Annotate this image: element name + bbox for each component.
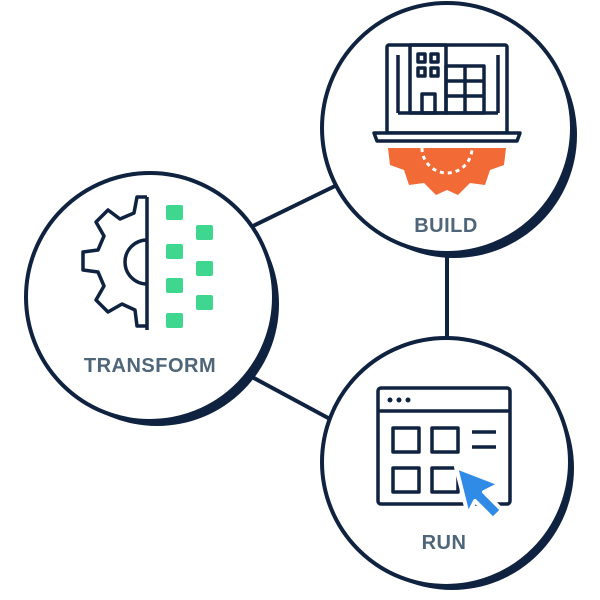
connector-transform-run [250, 375, 332, 421]
cursor-arrow-icon [454, 465, 504, 521]
node-transform[interactable]: TRANSFORM [24, 171, 279, 426]
connector-transform-build [251, 184, 337, 228]
window-dots-icon [387, 397, 411, 403]
node-transform-circle [24, 171, 276, 423]
node-transform-label: TRANSFORM [84, 355, 216, 377]
half-gear-icon [81, 195, 149, 330]
laptop-icon [372, 43, 522, 143]
node-run-label: RUN [422, 532, 467, 554]
node-build-label: BUILD [414, 215, 478, 237]
gear-icon [388, 147, 506, 195]
node-build-circle [320, 1, 574, 255]
connectors [250, 184, 449, 421]
node-run-circle [320, 336, 572, 588]
node-build[interactable]: BUILD [320, 1, 577, 258]
node-run[interactable]: RUN [320, 336, 574, 590]
building-icon [396, 43, 500, 115]
app-window-icon [376, 386, 512, 506]
pixel-dots-icon [166, 205, 213, 328]
